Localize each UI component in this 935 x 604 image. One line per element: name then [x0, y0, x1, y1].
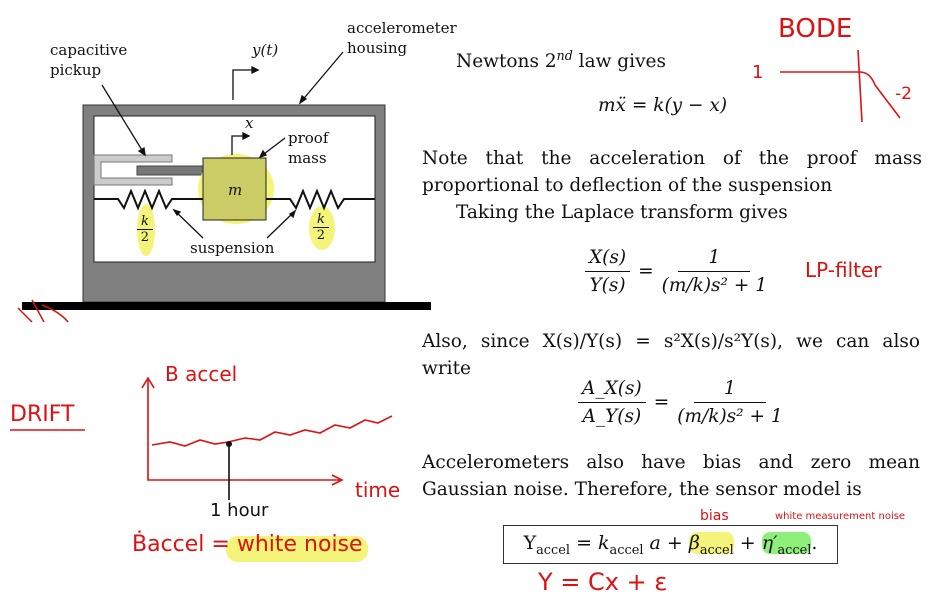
proof-mass — [202, 157, 267, 221]
label-y-t: y(t) — [252, 41, 279, 59]
drift-signal — [151, 415, 393, 447]
ground-hatch-scribble — [17, 299, 69, 323]
label-proof-mass: proof mass — [288, 129, 329, 167]
annotation-bdot-white-noise: Ḃaccel = white noise — [132, 532, 363, 557]
sensor-model-box: Υaccel = kaccel a + βaccel + η′accel. — [503, 525, 838, 564]
bode-curve — [780, 71, 901, 119]
annotation-bode: BODE — [778, 14, 853, 44]
label-m: m — [228, 181, 243, 199]
annotation-lp-filter: LP-filter — [805, 258, 882, 282]
right-spring — [266, 188, 375, 211]
paragraph-bias-noise: Accelerometers also have bias and zero m… — [422, 452, 920, 500]
annotation-bode-slope: -2 — [895, 84, 912, 104]
one-hour-point — [226, 441, 232, 447]
capacitive-pickup — [93, 154, 173, 186]
annotation-bode-one: 1 — [752, 62, 764, 83]
annotation-one-hour: 1 hour — [210, 500, 269, 521]
diagram-arrows — [101, 51, 344, 239]
k-highlight-right — [309, 206, 335, 250]
bode-axis — [857, 49, 863, 123]
annotation-time: time — [355, 478, 401, 502]
drift-y-arrowhead — [141, 376, 155, 389]
white-noise-highlight — [226, 536, 368, 562]
left-spring — [94, 188, 203, 211]
label-suspension: suspension — [190, 239, 275, 257]
paragraph-proportional: Note that the acceleration of the proof … — [422, 148, 922, 196]
equation-newton: mẍ = k(y − x) — [598, 95, 728, 116]
label-housing: accelerometer housing — [347, 19, 457, 57]
annotation-white-measurement-noise: white measurement noise — [775, 511, 906, 522]
label-x: x — [245, 114, 254, 132]
label-capacitive-pickup: capacitive pickup — [50, 41, 128, 79]
k-highlight-left — [137, 204, 155, 256]
annotation-b-accel: B accel — [165, 362, 238, 386]
drift-axes — [147, 380, 340, 481]
newton-heading: Newtons 2nd law gives — [456, 48, 666, 73]
equation-transfer-function: X(s)Y(s)= 1(m/k)s² + 1 — [585, 244, 767, 299]
paragraph-laplace: Taking the Laplace transform gives — [456, 202, 788, 223]
paragraph-also-since: Also, since X(s)/Y(s) = s²X(s)/s²Y(s), w… — [422, 331, 920, 379]
sensor-model-equation: Υaccel = kaccel a + βaccel + η′accel. — [523, 531, 818, 558]
annotation-y-equals-cx-plus-eps: Y = Cx + ε — [538, 568, 668, 596]
annotation-bias: bias — [700, 508, 729, 524]
accelerometer-diagram — [17, 51, 431, 323]
ground — [22, 302, 431, 310]
annotation-drift: DRIFT — [10, 402, 75, 427]
drift-x-arrowhead — [331, 474, 344, 486]
equation-accel-transfer: A_X(s)A_Y(s)= 1(m/k)s² + 1 — [578, 375, 783, 430]
